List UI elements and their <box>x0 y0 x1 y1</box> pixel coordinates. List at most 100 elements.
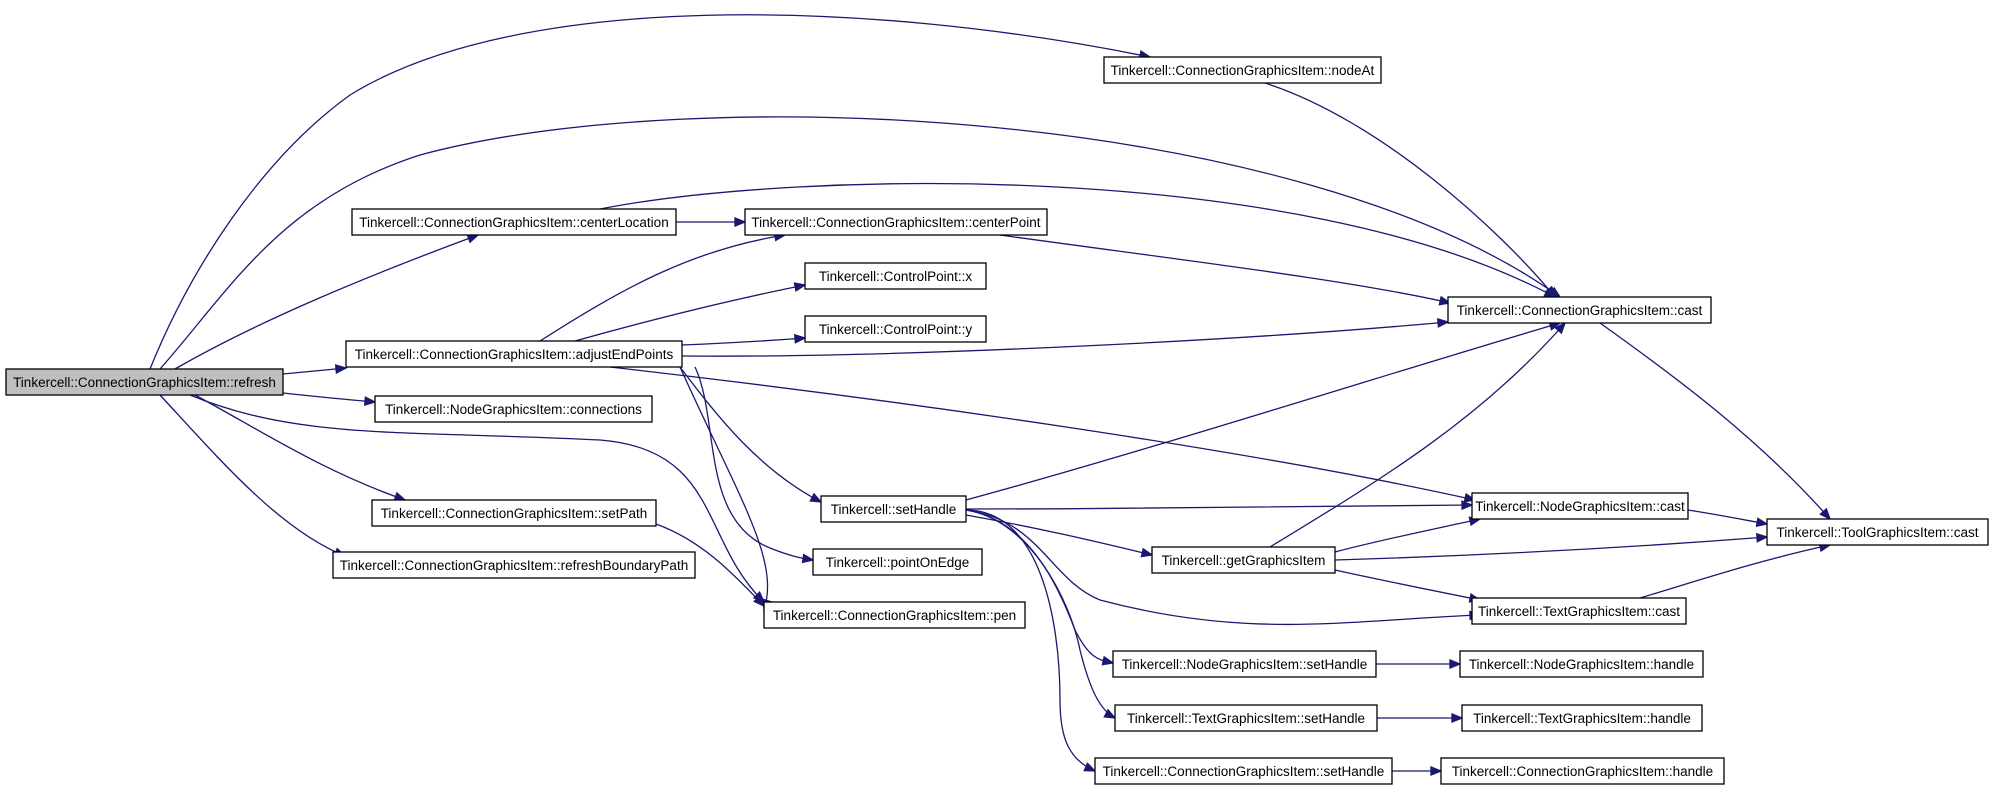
node-refreshBoundaryPath[interactable]: Tinkercell::ConnectionGraphicsItem::refr… <box>332 551 696 579</box>
edge-refresh-to-connections <box>282 392 377 407</box>
edge-line <box>999 234 1451 304</box>
node-label: Tinkercell::ToolGraphicsItem::cast <box>1776 525 1978 540</box>
edge-line <box>159 394 346 557</box>
edge-line <box>1334 569 1481 601</box>
node-label: Tinkercell::ConnectionGraphicsItem::node… <box>1111 63 1375 78</box>
arrowhead-icon <box>466 234 480 244</box>
node-label: Tinkercell::NodeGraphicsItem::setHandle <box>1122 657 1368 672</box>
edge-getGraphicsItem-to-textCast <box>1334 569 1482 603</box>
node-setPath[interactable]: Tinkercell::ConnectionGraphicsItem::setP… <box>371 499 657 527</box>
node-textCast[interactable]: Tinkercell::TextGraphicsItem::cast <box>1471 597 1687 625</box>
edge-setHandle-to-ngiSetHandle <box>965 509 1115 666</box>
node-ngiHandle[interactable]: Tinkercell::NodeGraphicsItem::handle <box>1459 650 1704 678</box>
node-box <box>1112 650 1377 678</box>
node-cgiCast[interactable]: Tinkercell::ConnectionGraphicsItem::cast <box>1447 296 1712 324</box>
edge-line <box>574 284 806 342</box>
node-box <box>5 368 284 396</box>
node-tgiHandle[interactable]: Tinkercell::TextGraphicsItem::handle <box>1461 704 1703 732</box>
node-box <box>371 499 657 527</box>
edges-layer <box>149 14 1832 776</box>
edge-getGraphicsItem-to-cgiCast <box>1269 321 1567 548</box>
edge-centerPoint-to-cgiCast <box>999 234 1452 306</box>
node-label: Tinkercell::getGraphicsItem <box>1162 553 1326 568</box>
arrowhead-icon <box>801 553 815 564</box>
arrowhead-icon <box>1819 507 1832 521</box>
arrowhead-icon <box>1083 762 1097 772</box>
node-box <box>351 208 677 236</box>
node-label: Tinkercell::ConnectionGraphicsItem::pen <box>773 608 1016 623</box>
edge-line <box>282 392 376 403</box>
edge-line <box>1687 509 1768 525</box>
node-connections[interactable]: Tinkercell::NodeGraphicsItem::connection… <box>374 395 653 423</box>
edge-setHandle-to-getGraphicsItem <box>965 514 1154 558</box>
node-label: Tinkercell::ConnectionGraphicsItem::hand… <box>1452 764 1713 779</box>
edge-centerLocation-to-centerPoint <box>676 217 747 227</box>
arrowhead-icon <box>1756 532 1769 543</box>
node-box <box>744 208 1048 236</box>
edge-adjustEndPoints-to-ngiCast <box>609 366 1477 503</box>
edge-line <box>609 366 1476 501</box>
arrowhead-icon <box>1449 659 1462 669</box>
node-setHandle[interactable]: Tinkercell::setHandle <box>820 495 967 523</box>
node-tgiSetHandle[interactable]: Tinkercell::TextGraphicsItem::setHandle <box>1114 704 1378 732</box>
node-pen[interactable]: Tinkercell::ConnectionGraphicsItem::pen <box>763 601 1026 629</box>
edge-getGraphicsItem-to-ngiCast <box>1334 516 1482 553</box>
arrowhead-icon <box>334 364 348 374</box>
arrowhead-icon <box>1101 655 1115 666</box>
node-refresh[interactable]: Tinkercell::ConnectionGraphicsItem::refr… <box>5 368 284 396</box>
edge-refresh-to-adjustEndPoints <box>282 364 348 375</box>
edge-line <box>965 514 1153 556</box>
edge-adjustEndPoints-to-setHandle <box>679 366 823 503</box>
node-tgiToolCast[interactable]: Tinkercell::ToolGraphicsItem::cast <box>1766 518 1989 546</box>
edge-line <box>539 234 786 342</box>
edge-setHandle-to-ngiCast <box>965 500 1474 511</box>
arrowhead-icon <box>1461 500 1474 511</box>
node-label: Tinkercell::ConnectionGraphicsItem::setH… <box>1103 764 1385 779</box>
node-label: Tinkercell::ConnectionGraphicsItem::cent… <box>751 215 1040 230</box>
node-cpy[interactable]: Tinkercell::ControlPoint::y <box>804 315 987 343</box>
edge-line <box>965 509 1116 719</box>
node-box <box>1471 492 1689 520</box>
node-box <box>374 395 653 423</box>
node-box <box>763 601 1026 629</box>
node-cgiSetHandle[interactable]: Tinkercell::ConnectionGraphicsItem::setH… <box>1094 757 1393 785</box>
edge-line <box>679 366 769 611</box>
node-box <box>1151 546 1336 574</box>
node-cgiHandle[interactable]: Tinkercell::ConnectionGraphicsItem::hand… <box>1440 757 1725 785</box>
node-label: Tinkercell::ConnectionGraphicsItem::adju… <box>355 347 674 362</box>
edge-adjustEndPoints-to-pointOnEdge <box>694 366 815 564</box>
node-box <box>820 495 967 523</box>
node-box <box>1471 597 1687 625</box>
edge-line <box>1599 322 1831 520</box>
node-nodeAt[interactable]: Tinkercell::ConnectionGraphicsItem::node… <box>1103 56 1382 84</box>
edge-refresh-to-nodeAt <box>149 14 1152 370</box>
edge-adjustEndPoints-to-cgiCast <box>681 318 1450 357</box>
edge-setHandle-to-tgiSetHandle <box>965 509 1117 719</box>
edge-line <box>1334 518 1481 553</box>
arrowhead-icon <box>1438 295 1452 306</box>
node-cpx[interactable]: Tinkercell::ControlPoint::x <box>804 262 987 290</box>
node-box <box>1440 757 1725 785</box>
node-box <box>1103 56 1382 84</box>
node-ngiCast[interactable]: Tinkercell::NodeGraphicsItem::cast <box>1471 492 1689 520</box>
arrowhead-icon <box>1451 713 1464 723</box>
edge-line <box>681 337 806 346</box>
node-centerLocation[interactable]: Tinkercell::ConnectionGraphicsItem::cent… <box>351 208 677 236</box>
arrowhead-icon <box>753 594 766 608</box>
node-label: Tinkercell::TextGraphicsItem::handle <box>1473 711 1691 726</box>
node-box <box>804 315 987 343</box>
edge-tgiSetHandle-to-tgiHandle <box>1377 713 1464 723</box>
arrowhead-icon <box>1436 318 1450 328</box>
edge-adjustEndPoints-to-cpx <box>574 282 807 342</box>
node-label: Tinkercell::TextGraphicsItem::cast <box>1478 604 1680 619</box>
node-getGraphicsItem[interactable]: Tinkercell::getGraphicsItem <box>1151 546 1336 574</box>
node-adjustEndPoints[interactable]: Tinkercell::ConnectionGraphicsItem::adju… <box>345 340 683 368</box>
node-pointOnEdge[interactable]: Tinkercell::pointOnEdge <box>812 548 983 576</box>
node-ngiSetHandle[interactable]: Tinkercell::NodeGraphicsItem::setHandle <box>1112 650 1377 678</box>
node-centerPoint[interactable]: Tinkercell::ConnectionGraphicsItem::cent… <box>744 208 1048 236</box>
node-label: Tinkercell::NodeGraphicsItem::connection… <box>385 402 642 417</box>
node-box <box>1114 704 1378 732</box>
edge-setHandle-to-cgiCast <box>965 321 1562 501</box>
edge-line <box>159 116 1561 370</box>
